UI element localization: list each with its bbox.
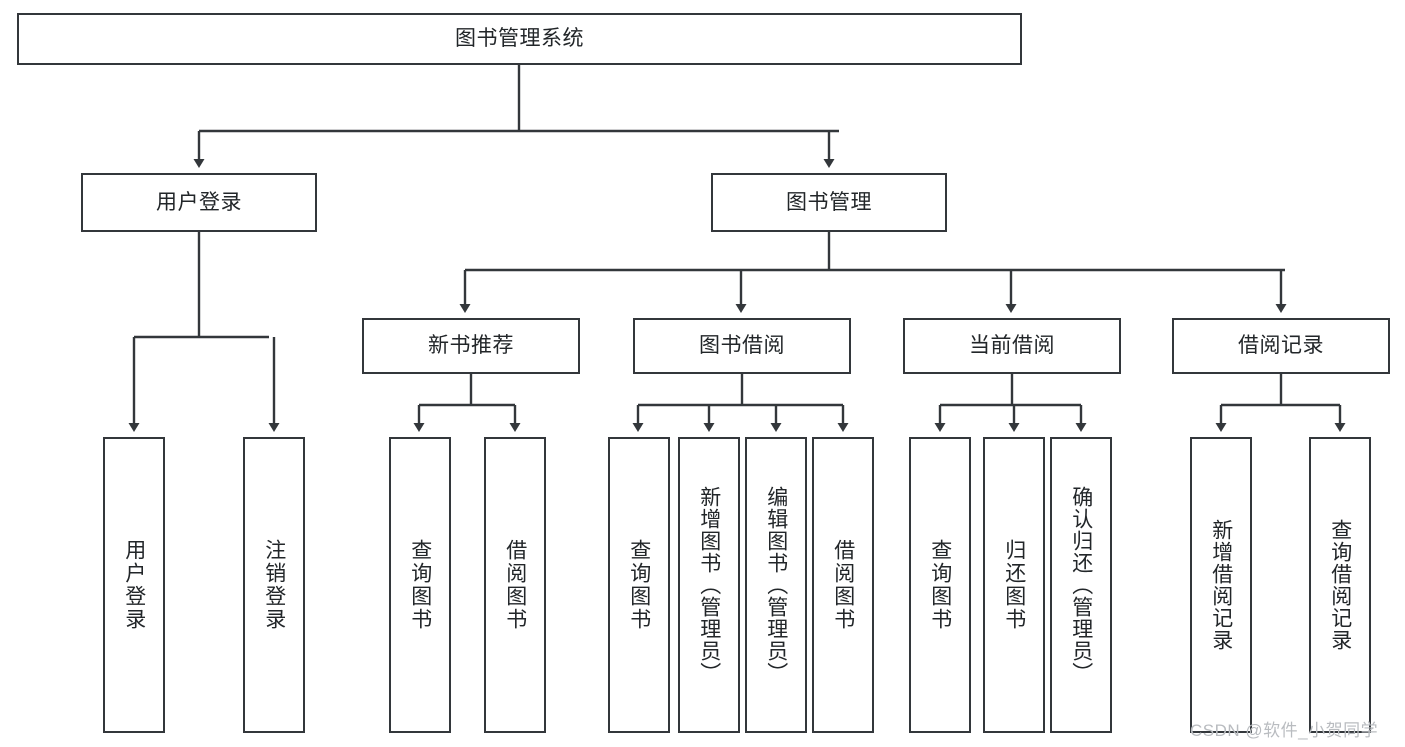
- leaf-add-book-admin-label: 新增图书（管理员）: [697, 486, 721, 684]
- node-new-book-recommend[interactable]: 新书推荐: [362, 318, 580, 374]
- leaf-add-borrow-record-label: 新增借阅记录: [1209, 519, 1233, 651]
- node-current-borrow-label: 当前借阅: [969, 334, 1055, 358]
- leaf-borrow-book[interactable]: 借阅图书: [812, 437, 874, 733]
- node-book-management[interactable]: 图书管理: [711, 173, 947, 232]
- node-borrow-record-label: 借阅记录: [1238, 334, 1324, 358]
- leaf-borrow-book-label: 借阅图书: [831, 539, 855, 631]
- leaf-return-book[interactable]: 归还图书: [983, 437, 1045, 733]
- edge-new-book-rec-to-leaves: [413, 374, 521, 432]
- node-book-borrow[interactable]: 图书借阅: [633, 318, 851, 374]
- leaf-query-borrow-record[interactable]: 查询借阅记录: [1309, 437, 1371, 733]
- node-root-label: 图书管理系统: [455, 27, 584, 51]
- edge-book-borrow-to-leaves: [632, 374, 849, 432]
- leaf-edit-book-admin[interactable]: 编辑图书（管理员）: [745, 437, 807, 733]
- leaf-add-book-admin[interactable]: 新增图书（管理员）: [678, 437, 740, 733]
- leaf-query-book-rec[interactable]: 查询图书: [389, 437, 451, 733]
- leaf-query-book-rec-label: 查询图书: [408, 539, 432, 631]
- node-book-borrow-label: 图书借阅: [699, 334, 785, 358]
- node-user-login-label: 用户登录: [156, 190, 242, 214]
- leaf-query-book-borrow[interactable]: 查询图书: [608, 437, 670, 733]
- node-book-management-label: 图书管理: [786, 190, 872, 214]
- leaf-confirm-return-admin[interactable]: 确认归还（管理员）: [1050, 437, 1112, 733]
- leaf-borrow-book-rec[interactable]: 借阅图书: [484, 437, 546, 733]
- edge-current-borrow-to-leaves: [934, 374, 1087, 432]
- leaf-user-login-label: 用户登录: [122, 539, 146, 631]
- node-current-borrow[interactable]: 当前借阅: [903, 318, 1121, 374]
- csdn-watermark: CSDN @软件_小贺同学: [1190, 721, 1379, 740]
- leaf-logout[interactable]: 注销登录: [243, 437, 305, 733]
- node-user-login[interactable]: 用户登录: [81, 173, 317, 232]
- node-borrow-record[interactable]: 借阅记录: [1172, 318, 1390, 374]
- leaf-query-borrow-record-label: 查询借阅记录: [1328, 519, 1352, 651]
- leaf-return-book-label: 归还图书: [1002, 539, 1026, 631]
- edge-borrow-record-to-leaves: [1215, 374, 1346, 432]
- leaf-borrow-book-rec-label: 借阅图书: [503, 539, 527, 631]
- leaf-query-book-current-label: 查询图书: [928, 539, 952, 631]
- leaf-confirm-return-admin-label: 确认归还（管理员）: [1069, 486, 1093, 684]
- leaf-add-borrow-record[interactable]: 新增借阅记录: [1190, 437, 1252, 733]
- leaf-edit-book-admin-label: 编辑图书（管理员）: [764, 486, 788, 684]
- leaf-query-book-borrow-label: 查询图书: [627, 539, 651, 631]
- leaf-query-book-current[interactable]: 查询图书: [909, 437, 971, 733]
- edge-book-mgmt-to-level3: [459, 232, 1287, 313]
- edge-user-login-to-leaves: [128, 232, 280, 432]
- node-new-book-recommend-label: 新书推荐: [428, 334, 514, 358]
- leaf-logout-label: 注销登录: [262, 539, 286, 631]
- leaf-user-login[interactable]: 用户登录: [103, 437, 165, 733]
- node-root[interactable]: 图书管理系统: [17, 13, 1022, 65]
- edge-root-to-level2: [193, 65, 839, 168]
